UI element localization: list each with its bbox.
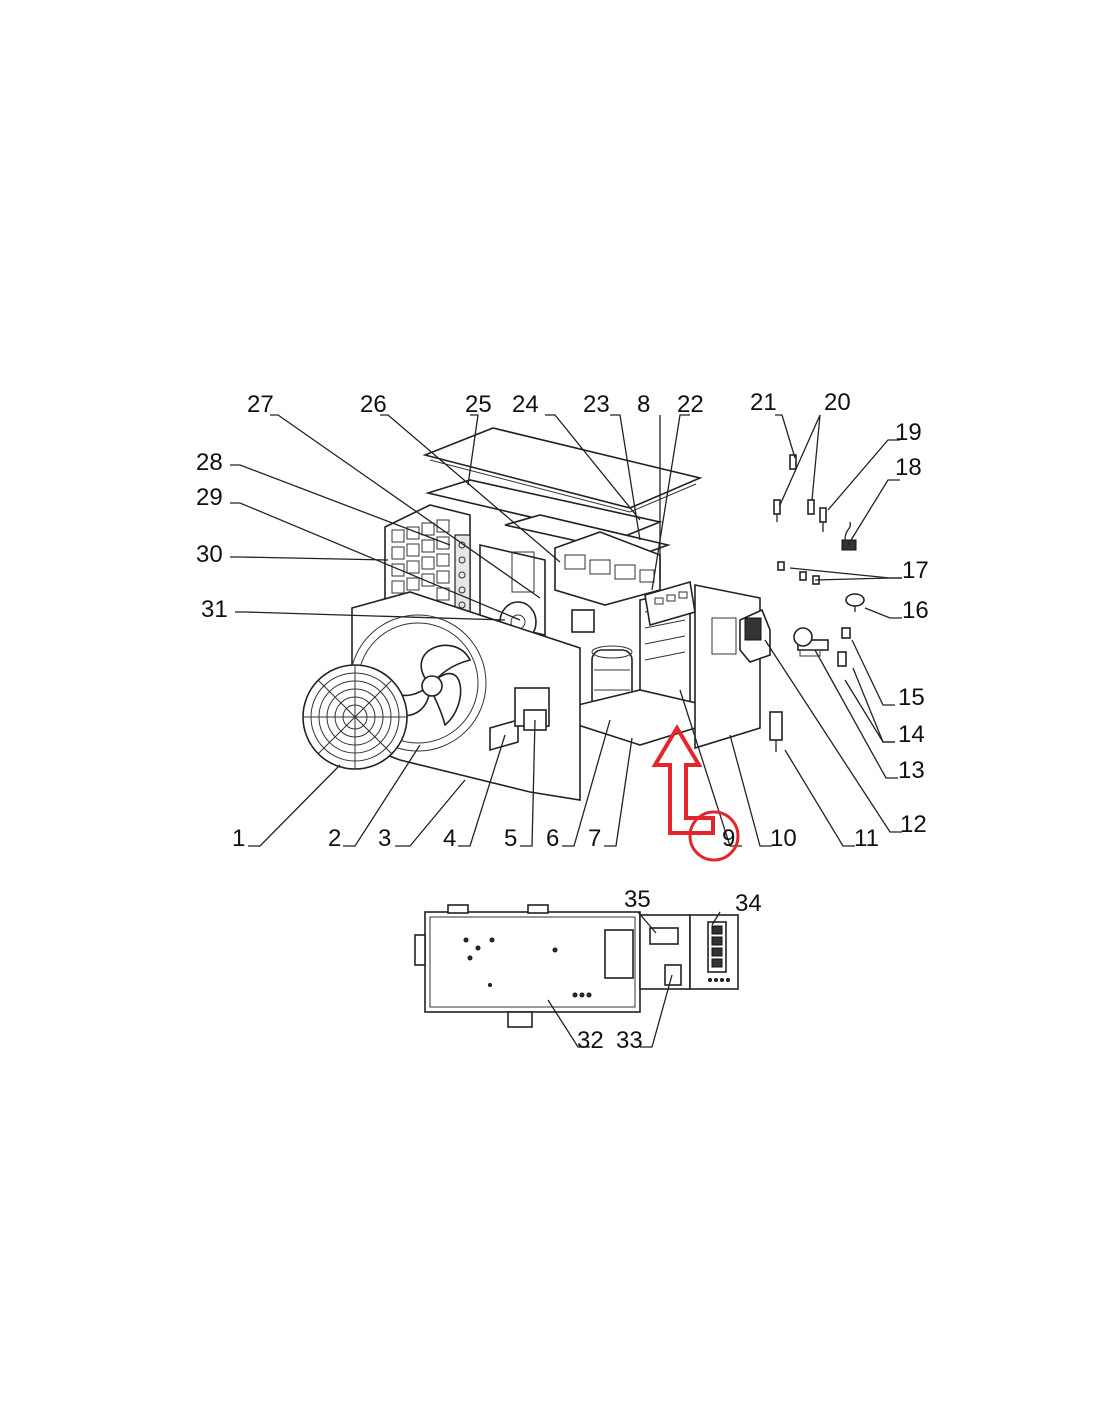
label-20: 20: [824, 389, 851, 416]
label-31: 31: [201, 596, 228, 623]
fan-blade: [382, 644, 472, 727]
label-11: 11: [854, 825, 879, 852]
label-10: 10: [770, 825, 797, 852]
label-27: 27: [247, 391, 274, 418]
label-15: 15: [898, 684, 925, 711]
label-33: 33: [616, 1027, 643, 1054]
water-valve: [793, 627, 829, 657]
terminal-block: [707, 921, 730, 982]
label-3: 3: [378, 825, 391, 852]
label-21: 21: [750, 389, 777, 416]
leader-lines: [230, 414, 902, 1048]
label-22: 22: [677, 391, 704, 418]
label-34: 34: [735, 890, 762, 917]
display-module: [649, 927, 679, 945]
control-board: [424, 911, 641, 1013]
label-1: 1: [232, 825, 245, 852]
red-arrow-icon: [651, 724, 715, 835]
label-29: 29: [196, 484, 223, 511]
label-25: 25: [465, 391, 492, 418]
heat-pump-unit: [302, 427, 865, 801]
label-2: 2: [328, 825, 341, 852]
label-18: 18: [895, 454, 922, 481]
sensor: [769, 711, 783, 741]
label-35: 35: [624, 886, 651, 913]
label-4: 4: [443, 825, 456, 852]
label-6: 6: [546, 825, 559, 852]
electrical-board: [414, 904, 739, 1028]
label-12: 12: [900, 811, 927, 838]
label-7: 7: [588, 825, 601, 852]
label-19: 19: [895, 419, 922, 446]
fan-guard: [302, 664, 408, 770]
highlight-part-9: [651, 724, 740, 862]
label-13: 13: [898, 757, 925, 784]
label-16: 16: [902, 597, 929, 624]
label-17: 17: [902, 557, 929, 584]
label-23: 23: [583, 391, 610, 418]
relay-module: [664, 964, 682, 986]
red-circle-icon: [688, 810, 740, 862]
access-cover: [489, 718, 519, 752]
part-labels: 1 2 3 4 5 6 7 8 9 10 11 12 13 14 15 16 1…: [196, 389, 929, 1054]
label-30: 30: [196, 541, 223, 568]
label-26: 26: [360, 391, 387, 418]
side-panel: [694, 584, 761, 750]
label-8: 8: [637, 391, 650, 418]
label-32: 32: [577, 1027, 604, 1054]
label-14: 14: [898, 721, 925, 748]
label-5: 5: [504, 825, 517, 852]
label-28: 28: [196, 449, 223, 476]
label-24: 24: [512, 391, 539, 418]
label-9: 9: [722, 825, 735, 852]
